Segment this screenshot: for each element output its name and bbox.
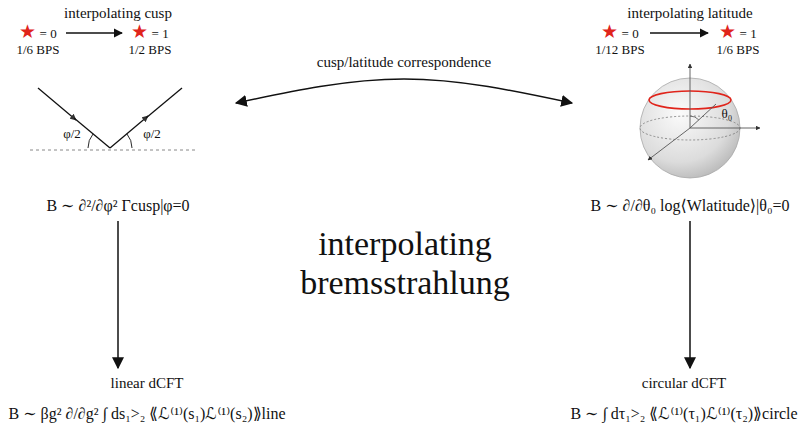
- interpolation-arrow: [66, 32, 122, 33]
- connector-arrow: [117, 221, 119, 368]
- bps-label: 1/12 BPS: [595, 42, 645, 58]
- axis: [648, 128, 690, 160]
- angle-label: θ₀: [722, 106, 733, 122]
- bps-label: 1/6 BPS: [717, 42, 760, 58]
- angle-label: φ/2: [63, 126, 81, 142]
- connector-arrow: [689, 221, 691, 368]
- angle-arc: [690, 116, 699, 120]
- interpolation-arrow: [650, 32, 708, 33]
- dcft-panel: circular dCFT B ∼ ∫ dτ₁>₂ ⟪ℒ⁽¹⁾(τ₁)ℒ⁽¹⁾(τ…: [565, 372, 803, 425]
- panel-title: linear dCFT: [111, 374, 184, 392]
- formula: B ∼ ∂/∂θ₀ log⟨Wlatitude⟩|θ₀=0: [590, 196, 789, 215]
- dcft-panel: linear dCFT B ∼ βg² ∂/∂g² ∫ ds₁>₂ ⟪ℒ⁽¹⁾(s…: [3, 372, 291, 425]
- cusp-ray: [146, 88, 182, 118]
- angle-label: φ/2: [143, 126, 161, 142]
- bps-label: 1/6 BPS: [17, 42, 60, 58]
- angle-arc: [88, 134, 93, 148]
- cusp-ray: [38, 88, 76, 120]
- axis: [690, 64, 691, 128]
- main-title: interpolating bremsstrahlung: [264, 224, 546, 302]
- connector-arrow: [236, 79, 572, 103]
- parameter-value: ★ = 1: [131, 21, 168, 44]
- formula: B ∼ ∂²/∂φ² Γcusp|φ=0: [46, 196, 189, 215]
- radius-line: [690, 104, 716, 128]
- cusp-ray: [110, 116, 148, 148]
- parameter-value: ★ = 0: [19, 21, 56, 44]
- panel-title: interpolating cusp: [64, 4, 172, 22]
- bps-label: 1/2 BPS: [129, 42, 172, 58]
- angle-arc: [127, 134, 132, 148]
- formula: B ∼ βg² ∂/∂g² ∫ ds₁>₂ ⟪ℒ⁽¹⁾(s₁)ℒ⁽¹⁾(s₂)⟫…: [8, 404, 285, 423]
- axis: [690, 128, 760, 129]
- dashed-baseline: [30, 150, 195, 151]
- edge-label: cusp/latitude correspondence: [314, 53, 495, 71]
- formula: B ∼ ∫ dτ₁>₂ ⟪ℒ⁽¹⁾(τ₁)ℒ⁽¹⁾(τ₂)⟫circle: [570, 404, 797, 423]
- parameter-value: ★ = 0: [601, 21, 638, 44]
- panel-title: circular dCFT: [642, 374, 727, 392]
- panel-title: interpolating latitude: [627, 4, 752, 22]
- parameter-value: ★ = 1: [719, 21, 756, 44]
- central-title: interpolating bremsstrahlung: [260, 222, 550, 304]
